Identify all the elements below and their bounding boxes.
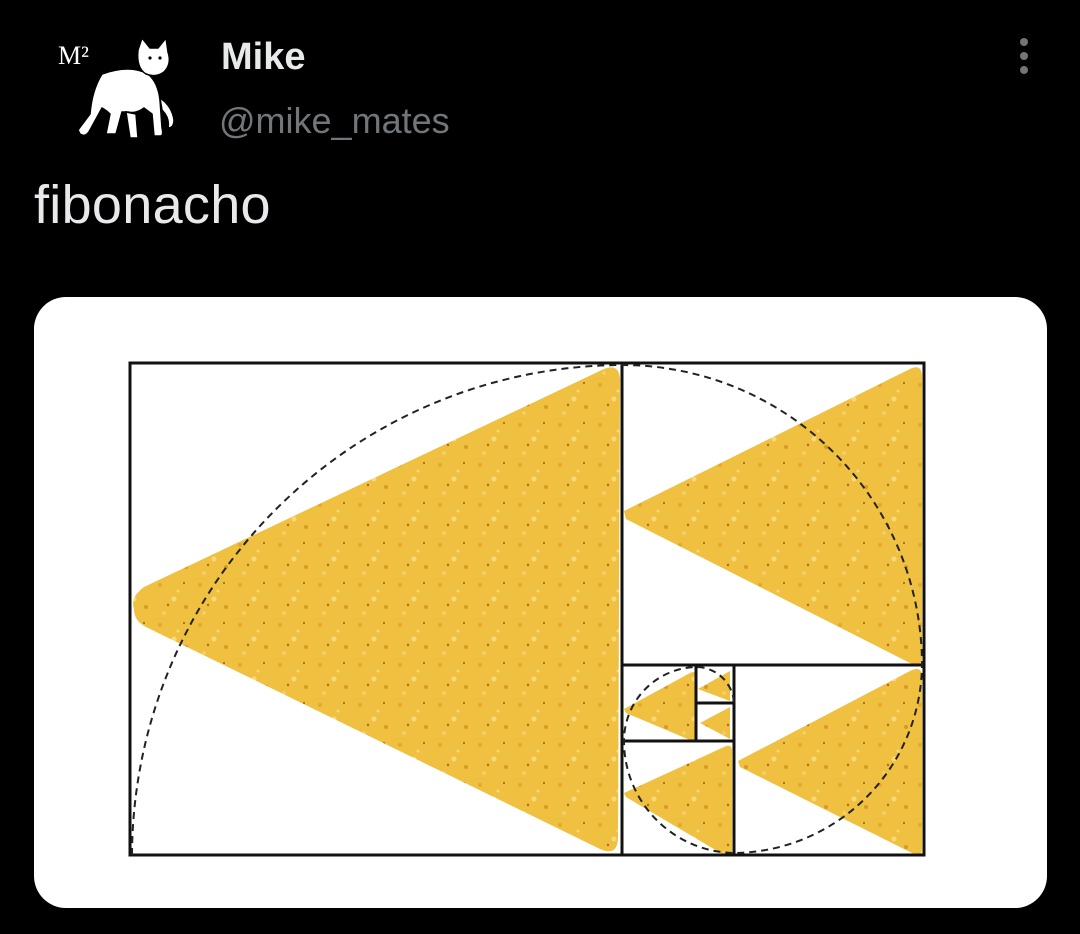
author-name[interactable]: Mike: [221, 36, 306, 78]
golden-spiral: [131, 363, 924, 856]
more-vertical-icon: [1020, 38, 1028, 74]
fibonacci-grid: [128, 361, 926, 857]
tweet-media-image[interactable]: [34, 297, 1047, 908]
author-handle[interactable]: @mike_mates: [219, 100, 450, 141]
cat-icon: M²: [58, 36, 175, 139]
more-options-button[interactable]: [1002, 32, 1046, 82]
tweet-text: fibonacho: [34, 175, 271, 235]
avatar[interactable]: M²: [40, 30, 190, 150]
tortilla-chips: [133, 367, 922, 857]
avatar-logo-text: M²: [58, 41, 89, 70]
fibonacci-chips-image: [128, 361, 926, 857]
